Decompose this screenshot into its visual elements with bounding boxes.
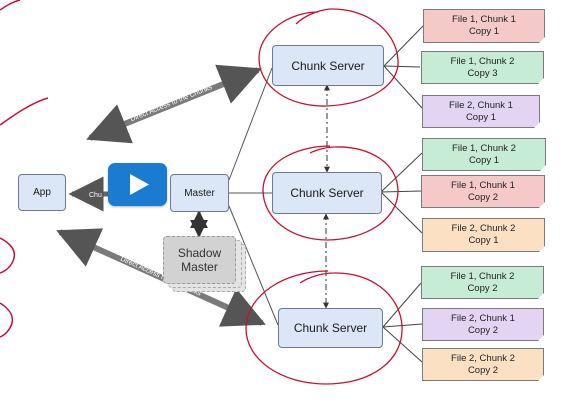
master-node: Master [170, 174, 229, 212]
chunk-replica-file-label: File 1, Chunk 2 [450, 55, 515, 67]
server2-to-chunk4 [380, 152, 423, 193]
server3-to-chunk7 [382, 282, 422, 328]
chunk-server-3: Chunk Server [278, 308, 383, 348]
chunk-replica: File 1, Chunk 2 Copy 1 [422, 138, 546, 171]
chunk-replica-file-label: File 1, Chunk 1 [451, 179, 515, 191]
chunk-replica-copy-label: Copy 2 [467, 364, 499, 376]
chunk-replica: File 2, Chunk 1 Copy 1 [422, 95, 540, 128]
chunk-server-2: Chunk Server [272, 172, 382, 214]
server2-to-chunk5 [380, 190, 422, 193]
chunk-replica: File 1, Chunk 2 Copy 2 [421, 266, 544, 299]
annotation-mark-1 [0, 97, 49, 126]
chunk-replica: File 2, Chunk 1 Copy 2 [422, 308, 544, 341]
annotation-circle-server3 [245, 270, 403, 385]
app-master-partial-label: Chu [89, 192, 102, 199]
upper-direct-access-arrow [86, 64, 262, 144]
chunk-server-3-label: Chunk Server [293, 321, 368, 335]
lower-direct-access-arrow [56, 228, 266, 327]
annotation-mark-top [0, 0, 21, 11]
chunk-replica-copy-label: Copy 1 [465, 111, 497, 123]
server1-to-chunk3 [383, 65, 423, 109]
chunk-replica-copy-label: Copy 1 [468, 235, 499, 246]
chunk-replica-copy-label: Copy 1 [468, 154, 500, 166]
server1-to-chunk1 [383, 24, 425, 67]
chunk-replica-copy-label: Copy 1 [468, 26, 500, 37]
chunk-replica-copy-label: Copy 2 [467, 324, 499, 336]
app-node: App [18, 174, 66, 211]
chunk-replica-file-label: File 1, Chunk 2 [452, 142, 516, 154]
chunk-replica-copy-label: Copy 2 [467, 282, 498, 294]
chunk-replica-file-label: File 2, Chunk 1 [451, 312, 515, 324]
chunk-replica: File 1, Chunk 1 Copy 2 [421, 175, 545, 208]
chunk-server-2-label: Chunk Server [290, 186, 364, 200]
app-label: App [33, 187, 51, 198]
play-icon [130, 174, 149, 195]
chunk-replica-file-label: File 1, Chunk 2 [450, 270, 515, 282]
chunk-replica-copy-label: Copy 3 [467, 67, 498, 79]
chunk-replica: File 2, Chunk 2 Copy 1 [422, 218, 545, 252]
chunk-replica-file-label: File 2, Chunk 1 [449, 99, 513, 111]
video-play-button[interactable] [108, 163, 167, 206]
chunk-replica: File 1, Chunk 2 Copy 3 [421, 51, 544, 84]
upper-direct-access-label: Direct Access to the Chunks [130, 84, 214, 123]
annotation-mark-2 [0, 237, 16, 274]
server1-to-chunk2 [383, 65, 421, 68]
annotation-circle-server1 [258, 8, 399, 107]
annotation-circle-server2 [262, 145, 399, 241]
chunk-replica-file-label: File 2, Chunk 2 [451, 352, 515, 364]
master-label: Master [184, 187, 215, 199]
chunk-server-1-label: Chunk Server [291, 58, 365, 73]
shadow-master-label-line2: Master [181, 260, 218, 274]
shadow-master-node: Shadow Master [163, 236, 236, 284]
chunk-replica-file-label: File 1, Chunk 1 [452, 14, 516, 25]
chunk-server-1: Chunk Server [272, 45, 384, 86]
chunk-replica: File 1, Chunk 1 Copy 1 [423, 9, 545, 43]
chunk-replica-copy-label: Copy 2 [467, 191, 499, 203]
annotation-mark-3 [0, 302, 14, 338]
shadow-master-label-line1: Shadow [177, 246, 222, 260]
chunk-replica-file-label: File 2, Chunk 2 [451, 223, 516, 234]
server3-to-chunk9 [382, 326, 423, 363]
server2-to-chunk6 [380, 191, 423, 234]
master-to-server1-line [228, 67, 273, 181]
chunk-replica: File 2, Chunk 2 Copy 2 [422, 348, 544, 381]
